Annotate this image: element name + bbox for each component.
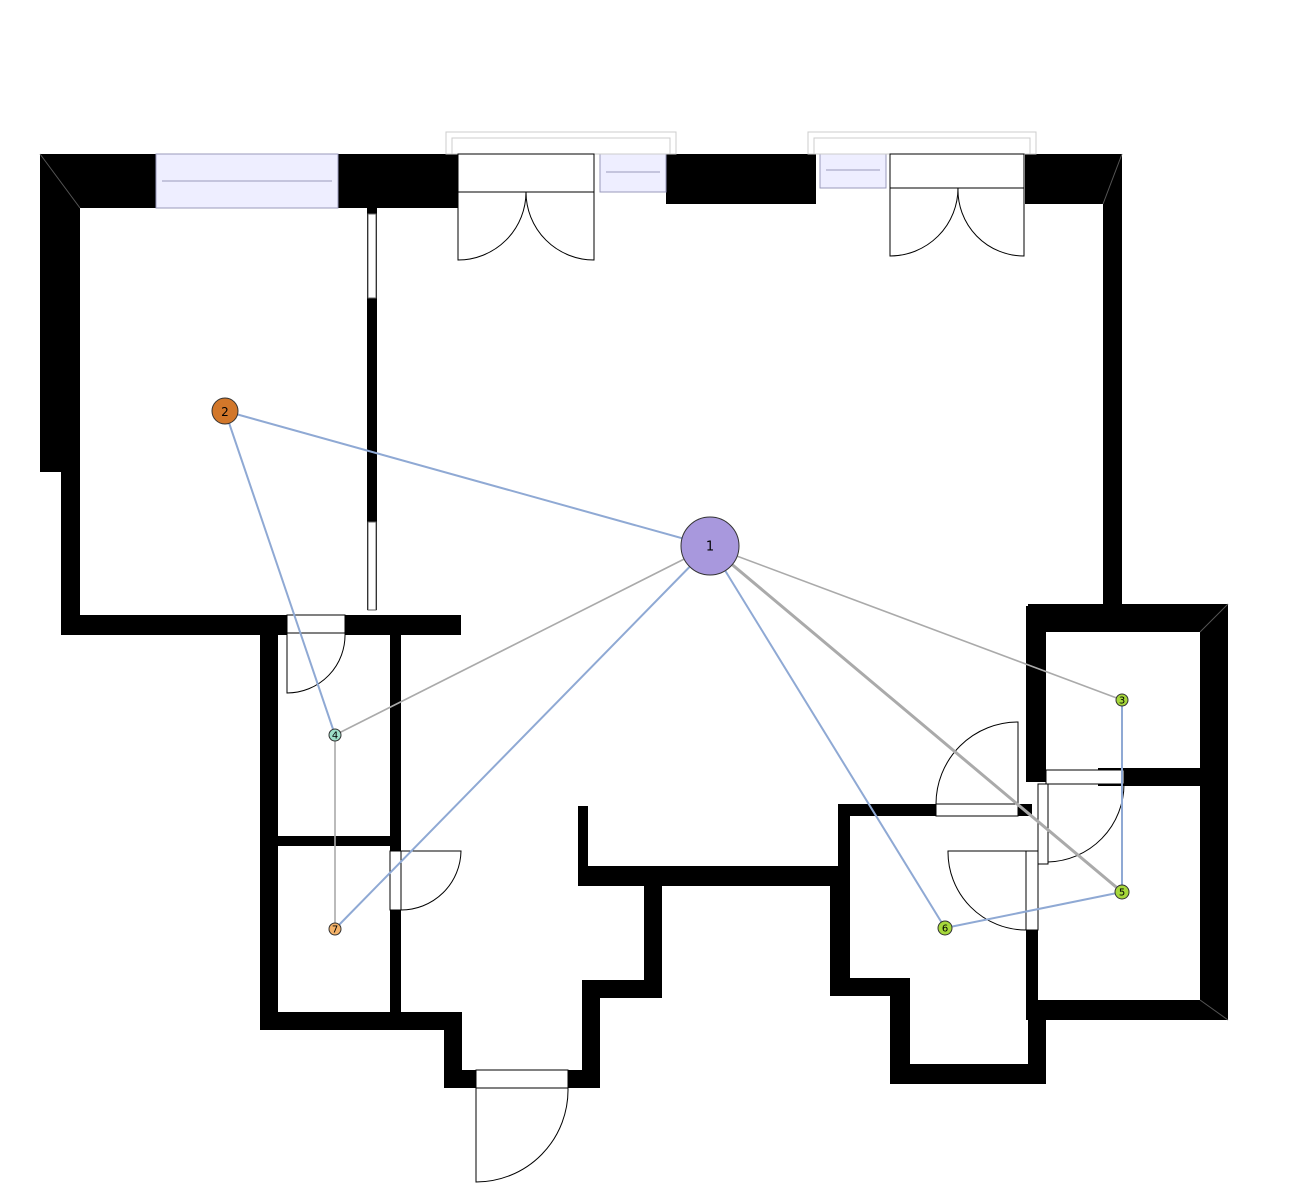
wall-center-lower xyxy=(644,868,662,998)
door-frame-bath-top xyxy=(935,803,1019,817)
partition-opening-lower xyxy=(367,521,377,611)
graph-node-4[interactable]: 4 xyxy=(328,728,342,742)
door-swing-top-right-a xyxy=(889,187,959,257)
graph-edge-n1-n3 xyxy=(709,545,1123,701)
wall-bottom-left xyxy=(260,1012,462,1030)
graph-node-2[interactable]: 2 xyxy=(211,397,239,425)
graph-edge-n5-n6 xyxy=(944,891,1123,929)
door-frame-corridor-top xyxy=(286,614,346,634)
graph-edge-n2-n4 xyxy=(224,410,336,736)
graph-node-label: 5 xyxy=(1119,888,1125,899)
graph-node-circle[interactable] xyxy=(328,922,342,936)
door-swing-top-right-b xyxy=(957,187,1025,257)
partition-opening-upper xyxy=(367,213,377,299)
door-swing-far-right xyxy=(1047,783,1125,863)
wall-partition xyxy=(367,208,377,610)
door-frame-far-right xyxy=(1045,769,1125,785)
graph-node-label: 3 xyxy=(1119,696,1125,707)
graph-node-circle[interactable] xyxy=(937,920,953,936)
wall-bath-lower-left xyxy=(890,978,910,1084)
wall-far-right-mid xyxy=(1098,768,1228,786)
door-frame-top-left xyxy=(457,153,595,193)
door-frame-top-right xyxy=(889,153,1025,189)
doors xyxy=(286,153,1125,1183)
wall-corner-lines xyxy=(39,153,1229,1021)
graph-node-label: 6 xyxy=(942,924,948,935)
window-top-right-small xyxy=(819,153,887,189)
wall-bath-top xyxy=(838,804,938,816)
door-swing-top-left-b xyxy=(525,191,595,261)
wall-bath-divider xyxy=(1026,606,1046,782)
wall-left-room-bottom-b xyxy=(345,615,461,635)
wall-right xyxy=(1103,154,1122,632)
balcony-left xyxy=(445,131,677,155)
graph-node-label: 4 xyxy=(332,731,338,742)
wall-far-right-top xyxy=(1028,604,1228,632)
graph-node-label: 1 xyxy=(706,540,714,555)
balcony-right-inner xyxy=(813,137,1031,155)
door-swing-entrance xyxy=(475,1087,569,1183)
wall-small-rooms-divider xyxy=(276,836,392,846)
graph-edge-n1-n6 xyxy=(709,545,946,929)
graph-node-circle[interactable] xyxy=(680,516,740,576)
door-swing-bath-top xyxy=(935,721,1019,805)
wall-left-room-bottom xyxy=(61,615,287,635)
balcony-left-inner xyxy=(451,137,671,155)
windows xyxy=(155,153,887,611)
door-frame-bath-inner xyxy=(1025,850,1039,931)
wall-bath-left-lower xyxy=(830,868,850,996)
graph-edge-n1-n7 xyxy=(334,545,711,930)
graph-node-label: 2 xyxy=(221,405,229,419)
graph-node-circle[interactable] xyxy=(1114,884,1130,900)
wall-center-stub xyxy=(578,806,588,876)
wall-far-right xyxy=(1200,604,1228,1020)
door-swing-small-room xyxy=(400,850,462,911)
graph-edge-n1-n5 xyxy=(709,544,1123,894)
wall-bath-left xyxy=(838,804,850,884)
wall-center-horizontal xyxy=(578,866,848,886)
graph-edges xyxy=(224,410,1123,930)
wall-top-middle xyxy=(666,154,816,204)
door-swing-corridor-top xyxy=(286,632,346,694)
wall-entrance-left xyxy=(444,1012,462,1088)
graph-node-3[interactable]: 3 xyxy=(1115,693,1129,707)
graph-node-circle[interactable] xyxy=(211,397,239,425)
wall-corridor-outer xyxy=(260,620,278,1030)
graph-node-6[interactable]: 6 xyxy=(937,920,953,936)
walls xyxy=(40,154,1228,1088)
graph-node-1[interactable]: 1 xyxy=(680,516,740,576)
door-frame-entrance xyxy=(475,1069,569,1089)
wall-left-upper xyxy=(40,154,80,472)
wall-corridor-inner xyxy=(390,630,401,851)
wall-entrance-bottom-left xyxy=(444,1070,476,1088)
door-frame-small-room xyxy=(389,850,402,911)
graph-node-circle[interactable] xyxy=(328,728,342,742)
graph-node-7[interactable]: 7 xyxy=(328,922,342,936)
wall-bath-bottom xyxy=(890,1064,1046,1084)
wall-left-lower xyxy=(61,472,80,635)
balcony-right xyxy=(807,131,1037,155)
graph-nodes: 1 2 3 4 5 6 7 xyxy=(211,397,1130,936)
graph-edge-n1-n4 xyxy=(334,545,711,736)
window-top-center-small xyxy=(599,153,667,193)
graph-node-5[interactable]: 5 xyxy=(1114,884,1130,900)
wall-far-right-bottom xyxy=(1028,1000,1228,1020)
wall-entrance-step xyxy=(582,980,662,998)
wall-corridor-inner-b xyxy=(390,910,401,1012)
wall-bath-right xyxy=(1028,1000,1046,1084)
door-swing-top-left-a xyxy=(457,191,527,261)
door-swing-bath-inner xyxy=(947,850,1027,931)
graph-node-label: 7 xyxy=(332,925,338,936)
wall-entrance-right xyxy=(582,980,600,1088)
balconies xyxy=(445,131,1037,155)
graph-edge-n1-n2 xyxy=(224,410,711,547)
wall-bath-divider-lower xyxy=(1026,930,1038,1020)
graph-node-circle[interactable] xyxy=(1115,693,1129,707)
